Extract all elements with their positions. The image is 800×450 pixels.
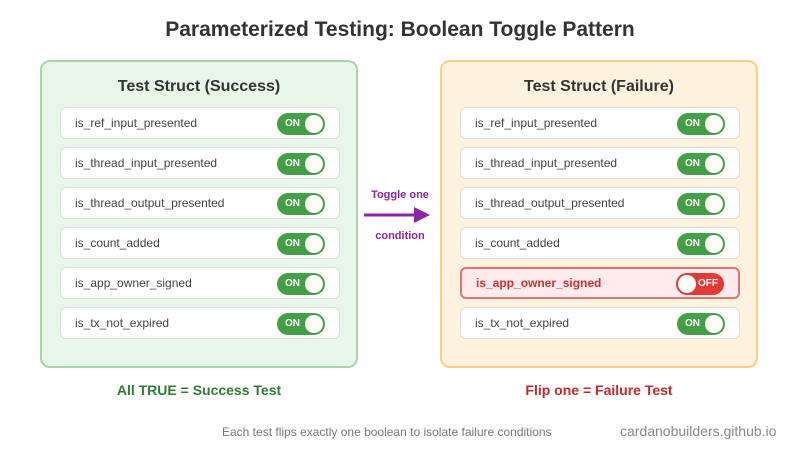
arrow-label-bottom: condition — [375, 230, 425, 242]
flag-label: is_app_owner_signed — [75, 276, 192, 290]
flag-row: is_tx_not_expired ON — [460, 307, 740, 339]
toggle-knob — [678, 275, 696, 293]
success-panel-title: Test Struct (Success) — [117, 78, 281, 95]
toggle-knob — [705, 315, 723, 333]
flag-label: is_thread_output_presented — [75, 196, 225, 210]
toggle-switch[interactable]: ON — [677, 113, 725, 135]
toggle-switch[interactable]: ON — [277, 313, 325, 335]
toggle-switch[interactable]: ON — [277, 193, 325, 215]
flag-label: is_thread_input_presented — [75, 156, 218, 170]
right-arrow-icon — [364, 207, 430, 223]
toggle-knob — [705, 155, 723, 173]
toggle-knob — [705, 195, 723, 213]
toggle-knob — [705, 115, 723, 133]
flag-label: is_tx_not_expired — [75, 316, 170, 330]
footnote: Each test flips exactly one boolean to i… — [222, 425, 552, 439]
toggle-switch[interactable]: ON — [277, 233, 325, 255]
toggle-state: ON — [285, 118, 300, 129]
arrow-label-top: Toggle one — [371, 189, 429, 201]
toggle-switch[interactable]: ON — [677, 233, 725, 255]
toggle-knob — [305, 275, 323, 293]
flag-label: is_app_owner_signed — [476, 276, 602, 290]
toggle-state: ON — [285, 318, 300, 329]
toggle-state: ON — [685, 118, 700, 129]
success-rows: is_ref_input_presented ON is_thread_inpu… — [60, 107, 340, 347]
failure-rows: is_ref_input_presented ON is_thread_inpu… — [460, 107, 740, 347]
toggle-state: ON — [685, 158, 700, 169]
toggle-state: ON — [685, 198, 700, 209]
toggle-knob — [305, 195, 323, 213]
flag-label: is_count_added — [475, 236, 560, 250]
watermark: cardanobuilders.github.io — [620, 423, 777, 439]
toggle-switch[interactable]: ON — [677, 313, 725, 335]
flag-row: is_thread_output_presented ON — [460, 187, 740, 219]
toggle-state: ON — [285, 158, 300, 169]
toggle-switch[interactable]: ON — [277, 273, 325, 295]
failure-caption: Flip one = Failure Test — [525, 382, 673, 398]
flag-row: is_thread_input_presented ON — [460, 147, 740, 179]
flag-row: is_count_added ON — [460, 227, 740, 259]
toggle-knob — [305, 315, 323, 333]
failure-panel-title: Test Struct (Failure) — [524, 78, 674, 95]
toggle-knob — [305, 115, 323, 133]
flag-row: is_app_owner_signed ON — [60, 267, 340, 299]
flag-row: is_count_added ON — [60, 227, 340, 259]
success-caption: All TRUE = Success Test — [116, 382, 282, 398]
flag-row: is_tx_not_expired ON — [60, 307, 340, 339]
flag-label: is_ref_input_presented — [475, 116, 598, 130]
toggle-state: ON — [685, 318, 700, 329]
toggle-switch[interactable]: ON — [677, 193, 725, 215]
flipped-flag-row: is_app_owner_signed OFF — [460, 267, 740, 299]
flag-label: is_tx_not_expired — [475, 316, 570, 330]
toggle-switch[interactable]: OFF — [676, 273, 724, 295]
toggle-switch[interactable]: ON — [277, 113, 325, 135]
toggle-state: ON — [285, 278, 300, 289]
flag-label: is_thread_output_presented — [475, 196, 625, 210]
toggle-state: ON — [285, 198, 300, 209]
failure-panel: Test Struct (Failure) is_ref_input_prese… — [440, 60, 758, 368]
flag-label: is_count_added — [75, 236, 160, 250]
toggle-switch[interactable]: ON — [677, 153, 725, 175]
toggle-state: ON — [685, 238, 700, 249]
toggle-knob — [305, 155, 323, 173]
toggle-state: OFF — [698, 278, 718, 289]
flag-row: is_ref_input_presented ON — [460, 107, 740, 139]
toggle-knob — [705, 235, 723, 253]
toggle-switch[interactable]: ON — [277, 153, 325, 175]
toggle-knob — [305, 235, 323, 253]
diagram-title: Parameterized Testing: Boolean Toggle Pa… — [165, 18, 635, 41]
toggle-state: ON — [285, 238, 300, 249]
flag-row: is_thread_input_presented ON — [60, 147, 340, 179]
flag-row: is_ref_input_presented ON — [60, 107, 340, 139]
flag-label: is_ref_input_presented — [75, 116, 198, 130]
flag-label: is_thread_input_presented — [475, 156, 618, 170]
flag-row: is_thread_output_presented ON — [60, 187, 340, 219]
success-panel: Test Struct (Success) is_ref_input_prese… — [40, 60, 358, 368]
